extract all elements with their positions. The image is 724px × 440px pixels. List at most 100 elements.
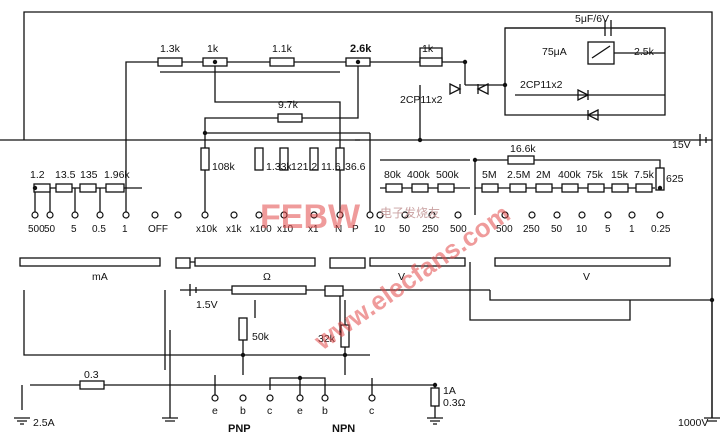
tap-dc-10: 10 [576, 224, 588, 235]
resistor-2-5m [509, 183, 527, 193]
junctions [32, 59, 715, 388]
npn-pin-e: e [297, 405, 303, 417]
label-0-3: 0.3 [84, 369, 99, 381]
label-1k: 1k [207, 43, 219, 55]
label-fuse-1a: 1A [443, 385, 456, 397]
label-50k: 50k [252, 331, 270, 343]
label-2-6k: 2.6k [350, 43, 372, 55]
pnp-pin-b: b [240, 405, 246, 417]
tap-dc-500: 500 [496, 224, 513, 235]
resistor-2m [535, 183, 553, 193]
label-meter: 75μA [542, 46, 567, 58]
ground-symbols [14, 417, 720, 425]
label-2m: 2M [536, 169, 551, 181]
label-75k: 75k [586, 169, 604, 181]
resistor-1-33k [254, 147, 264, 171]
label-2-5m: 2.5M [507, 169, 530, 181]
range-ohm: Ω [263, 271, 271, 283]
fuse-1a [430, 387, 440, 407]
resistor-50k [238, 317, 248, 341]
label-7-5k: 7.5k [634, 169, 655, 181]
label-108k: 108k [212, 161, 236, 173]
terminal-1000v: 1000V [678, 417, 708, 429]
label-16-6k: 16.6k [510, 143, 536, 155]
label-shunt-1-2: 1.2 [30, 169, 45, 181]
resistor-0-3 [79, 380, 105, 390]
resistor-11-6 [309, 147, 319, 171]
resistor-1-1k [269, 57, 295, 67]
npn-pin-c: c [369, 405, 374, 417]
resistor-16-6k [507, 155, 535, 165]
tap-ohm-x1k: x1k [226, 224, 243, 235]
diodes [449, 82, 599, 122]
label-121-2: 121.2 [291, 161, 317, 173]
selector-bars [19, 257, 671, 297]
pnp-pin-c: c [267, 405, 272, 417]
label-meter-r: 2.5k [634, 46, 655, 58]
resistor-1-3k [157, 57, 183, 67]
tap-ohm-p: P [352, 224, 359, 235]
tap-ac-10: 10 [374, 224, 386, 235]
watermark: FEBW 电子发烧友 www.elecfans.com [260, 198, 516, 356]
terminal-2-5a: 2.5A [33, 417, 55, 429]
label-400k-dc: 400k [558, 169, 582, 181]
tap-ohm-n: N [335, 224, 342, 235]
batteries [189, 134, 707, 296]
label-1-5v: 1.5V [196, 299, 218, 311]
label-1k-b: 1k [422, 43, 434, 55]
component-labels: 1.3k 1k 1.1k 2.6k 1k 5μF/6V 75μA 2.5k 2C… [30, 13, 691, 185]
transistor-socket-labels: e b c e b c PNP NPN 2.5A 1000V [33, 405, 708, 435]
label-15k: 15k [611, 169, 629, 181]
npn-pin-b: b [322, 405, 328, 417]
tap-ma-0-5: 0.5 [92, 224, 106, 235]
tap-ohm-x100: x100 [250, 224, 272, 235]
tap-ohm-x10: x10 [277, 224, 294, 235]
watermark-cn: 电子发烧友 [380, 205, 440, 220]
label-9-7k: 9.7k [278, 99, 299, 111]
resistor-5m [481, 183, 499, 193]
label-500k: 500k [436, 169, 460, 181]
resistor-36-6 [335, 147, 345, 171]
label-capacitor: 5μF/6V [575, 13, 609, 25]
npn-label: NPN [332, 423, 355, 435]
resistor-400k-dc [561, 183, 579, 193]
tap-dc-1: 1 [629, 224, 635, 235]
range-labels: mA Ω V V 1.5V 50k 32k 0.3 1A 0.3Ω [84, 271, 590, 409]
resistor-500k [437, 183, 455, 193]
tap-dc-250: 250 [523, 224, 540, 235]
tap-ohm-x10k: x10k [196, 224, 218, 235]
label-shunt-135: 135 [80, 169, 98, 181]
watermark-logo: FEBW [260, 198, 361, 236]
label-diode-1: 2CP11x2 [400, 94, 443, 106]
label-80k: 80k [384, 169, 402, 181]
switch-labels: 500 50 5 0.5 1 OFF x10k x1k x100 x10 x1 … [28, 224, 671, 235]
resistor-121-2 [279, 147, 289, 171]
tap-ma-off: OFF [148, 224, 168, 235]
label-fuse-ohm: 0.3Ω [443, 397, 466, 409]
label-32k: 32k [318, 333, 336, 345]
shunt-13-5 [55, 183, 73, 193]
label-1-3k: 1.3k [160, 43, 181, 55]
label-1-1k: 1.1k [272, 43, 293, 55]
tap-terminals [31, 211, 664, 402]
resistor-1k-b [419, 57, 443, 67]
label-400k-ac: 400k [407, 169, 431, 181]
resistor-108k [200, 147, 210, 171]
label-1-33k: 1.33k [266, 161, 292, 173]
tap-ma-1: 1 [122, 224, 128, 235]
label-5m: 5M [482, 169, 497, 181]
pnp-pin-e: e [212, 405, 218, 417]
capacitor [505, 20, 665, 36]
meter-75ua [587, 41, 665, 65]
resistor-75k [587, 183, 605, 193]
label-36-6: 36.6 [345, 161, 366, 173]
resistor-15k [611, 183, 629, 193]
range-ac-v: V [398, 271, 405, 283]
label-shunt-13-5: 13.5 [55, 169, 76, 181]
tap-dc-50: 50 [551, 224, 563, 235]
tap-dc-0-25: 0.25 [651, 224, 671, 235]
label-625: 625 [666, 173, 684, 185]
resistor-400k-ac [411, 183, 429, 193]
shunt-135 [79, 183, 97, 193]
